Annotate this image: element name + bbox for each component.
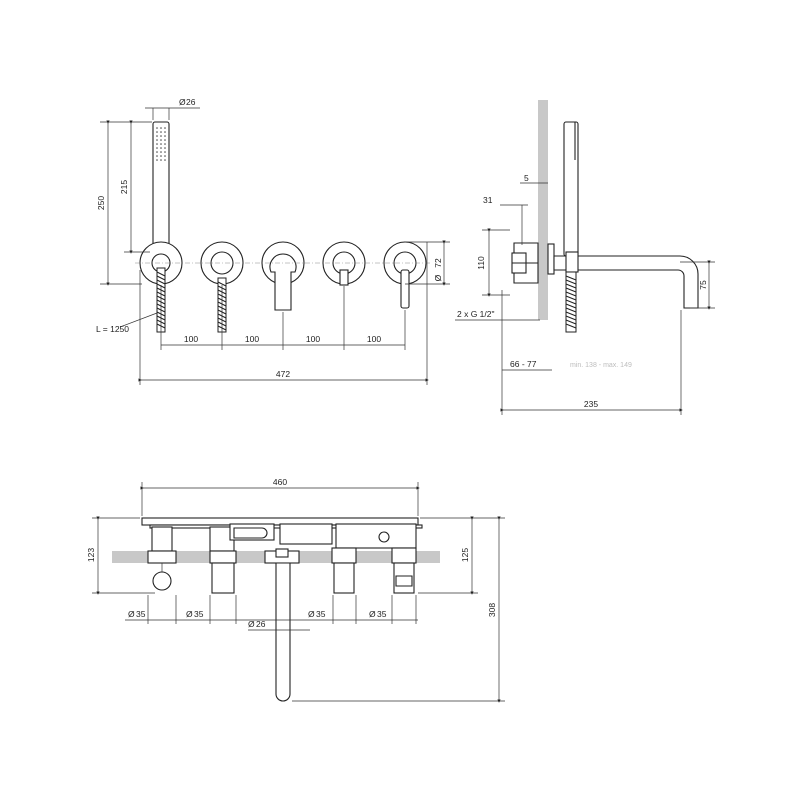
diameter-symbol-h3: Ø <box>308 609 315 619</box>
dim-plate-width: 460 <box>273 477 287 487</box>
dim-connection: 2 x G 1/2" <box>457 309 495 319</box>
front-view: 26 Ø 250 215 L = 1250 100 100 100 100 47… <box>96 97 450 385</box>
spout-top <box>264 548 300 702</box>
handle-2 <box>209 526 237 594</box>
dim-shower-diameter: 26 <box>186 97 196 107</box>
spout-side <box>553 255 699 309</box>
handle-3 <box>331 547 357 594</box>
dim-hose-length: L = 1250 <box>96 324 129 334</box>
dim-total-projection: 235 <box>584 399 598 409</box>
dim-handle-2-diameter: 35 <box>194 609 204 619</box>
diameter-symbol: Ø <box>179 97 186 107</box>
diameter-symbol-rosette: Ø <box>433 274 443 281</box>
dim-wall-thickness: 5 <box>524 173 529 183</box>
dim-spacing-1: 100 <box>184 334 198 344</box>
diameter-symbol-h4: Ø <box>369 609 376 619</box>
side-dimension-lines <box>455 182 715 415</box>
diameter-symbol-h1: Ø <box>128 609 135 619</box>
dim-body-depth: 31 <box>483 195 493 205</box>
diameter-symbol-spout: Ø <box>248 619 255 629</box>
rosette-3 <box>261 241 305 311</box>
dim-right-height: 125 <box>460 548 470 562</box>
dim-total-width: 472 <box>276 369 290 379</box>
dim-spout-range: min. 138 - max. 149 <box>570 362 632 369</box>
handle-4 <box>391 547 417 594</box>
dim-spacing-4: 100 <box>367 334 381 344</box>
dim-left-height: 123 <box>86 548 96 562</box>
dim-body-height: 110 <box>476 256 486 270</box>
rosette-5 <box>383 241 427 309</box>
rosette-4 <box>322 241 366 286</box>
dim-handle-4-diameter: 35 <box>377 609 387 619</box>
dim-spout-height: 75 <box>698 280 708 290</box>
dim-spout-diameter: 26 <box>256 619 266 629</box>
front-dimension-lines <box>100 107 450 385</box>
wall-section <box>538 100 548 320</box>
wall-mount-body <box>511 242 555 284</box>
control-block <box>229 523 417 549</box>
hose-side <box>565 271 577 333</box>
dim-hand-shower-handle-height: 215 <box>119 180 129 194</box>
hand-shower-side <box>563 121 579 273</box>
dim-spacing-3: 100 <box>306 334 320 344</box>
top-dimension-lines <box>92 482 505 703</box>
side-view: 5 31 110 2 x G 1/2" 75 66 - 77 min. 138 … <box>455 100 715 415</box>
handle-1 <box>147 526 177 591</box>
shower-nozzle-grid <box>156 127 166 161</box>
dim-handle-3-diameter: 35 <box>316 609 326 619</box>
dim-rosette-diameter: 72 <box>433 258 443 268</box>
dim-handle-1-diameter: 35 <box>136 609 146 619</box>
dim-hand-shower-total-height: 250 <box>96 196 106 210</box>
dim-wall-offset: 66 - 77 <box>510 359 537 369</box>
dim-spacing-2: 100 <box>245 334 259 344</box>
dim-overall-height: 308 <box>487 603 497 617</box>
top-view: 460 123 125 308 Ø 35 Ø 35 Ø 26 Ø 35 Ø 35 <box>86 477 505 703</box>
hand-shower <box>152 121 170 258</box>
diameter-symbol-h2: Ø <box>186 609 193 619</box>
